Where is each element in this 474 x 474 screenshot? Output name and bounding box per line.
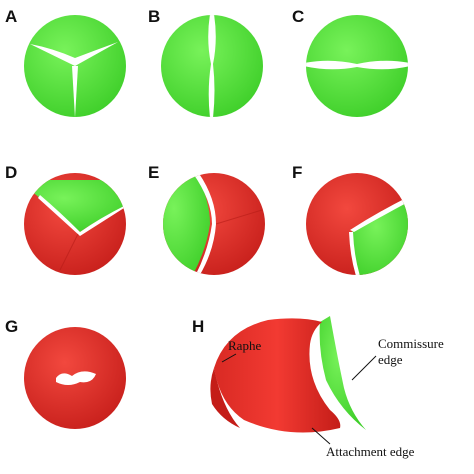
slit-g <box>56 371 96 385</box>
panel-letter-b: B <box>148 7 160 26</box>
panel-letter-a: A <box>5 7 17 26</box>
panel-letter-f: F <box>292 163 302 182</box>
panel-b: B <box>148 7 263 117</box>
leaflet-gaps-a <box>30 42 118 117</box>
leaflets-d <box>24 180 126 271</box>
panel-c: C <box>292 7 408 117</box>
leaflet-green-edge <box>319 316 366 430</box>
raphe-label: Raphe <box>228 338 261 353</box>
slit-b <box>208 15 216 117</box>
leaflet-inner-fold <box>210 368 240 428</box>
panel-letter-h: H <box>192 317 204 336</box>
slit-c <box>306 60 408 70</box>
panel-f: F <box>292 163 408 275</box>
panel-h: H Raphe Commissure edge Attachment edge <box>192 316 444 459</box>
panel-d: D <box>5 163 126 275</box>
commissure-label-line2: edge <box>378 352 403 367</box>
leaflet-red-body <box>214 318 341 433</box>
commissure-pointer <box>351 355 377 381</box>
panel-letter-e: E <box>148 163 159 182</box>
panel-letter-g: G <box>5 317 18 336</box>
panel-letter-d: D <box>5 163 17 182</box>
panel-a: A <box>5 7 126 117</box>
panel-g: G <box>5 317 126 429</box>
attachment-pointer <box>311 427 331 445</box>
panel-letter-c: C <box>292 7 304 26</box>
panel-e: E <box>148 163 265 275</box>
commissure-label-line1: Commissure <box>378 336 444 351</box>
attachment-edge-label: Attachment edge <box>326 444 415 459</box>
raphe-pointer <box>221 353 237 363</box>
